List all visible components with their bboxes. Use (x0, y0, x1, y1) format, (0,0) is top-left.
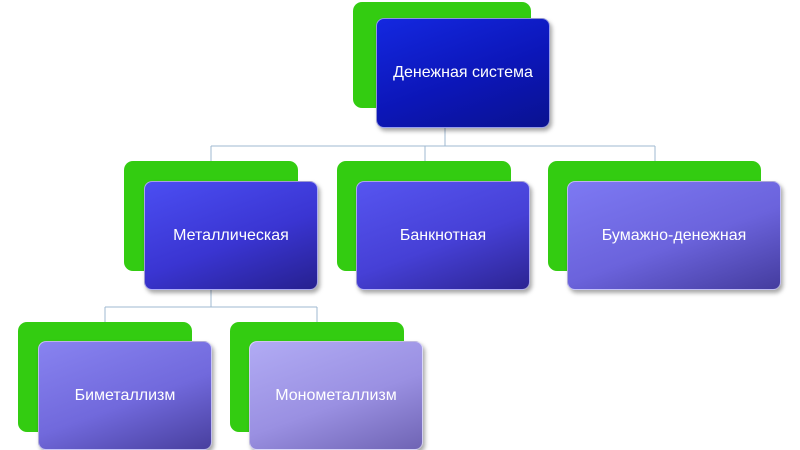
banknote-node-label: Банкнотная (399, 226, 487, 244)
metallic-node-label: Металлическая (173, 226, 289, 244)
bimetallism-node[interactable]: Биметаллизм (38, 341, 212, 450)
paper-money-node[interactable]: Бумажно-денежная (567, 181, 781, 290)
metallic-node[interactable]: Металлическая (144, 181, 318, 290)
monometallism-node-label: Монометаллизм (275, 386, 397, 404)
monometallism-node[interactable]: Монометаллизм (249, 341, 423, 450)
root-node[interactable]: Денежная система (376, 18, 550, 128)
paper-money-node-label: Бумажно-денежная (601, 226, 747, 244)
banknote-node[interactable]: Банкнотная (356, 181, 530, 290)
root-node-label: Денежная система (393, 64, 533, 81)
bimetallism-node-label: Биметаллизм (74, 386, 176, 404)
